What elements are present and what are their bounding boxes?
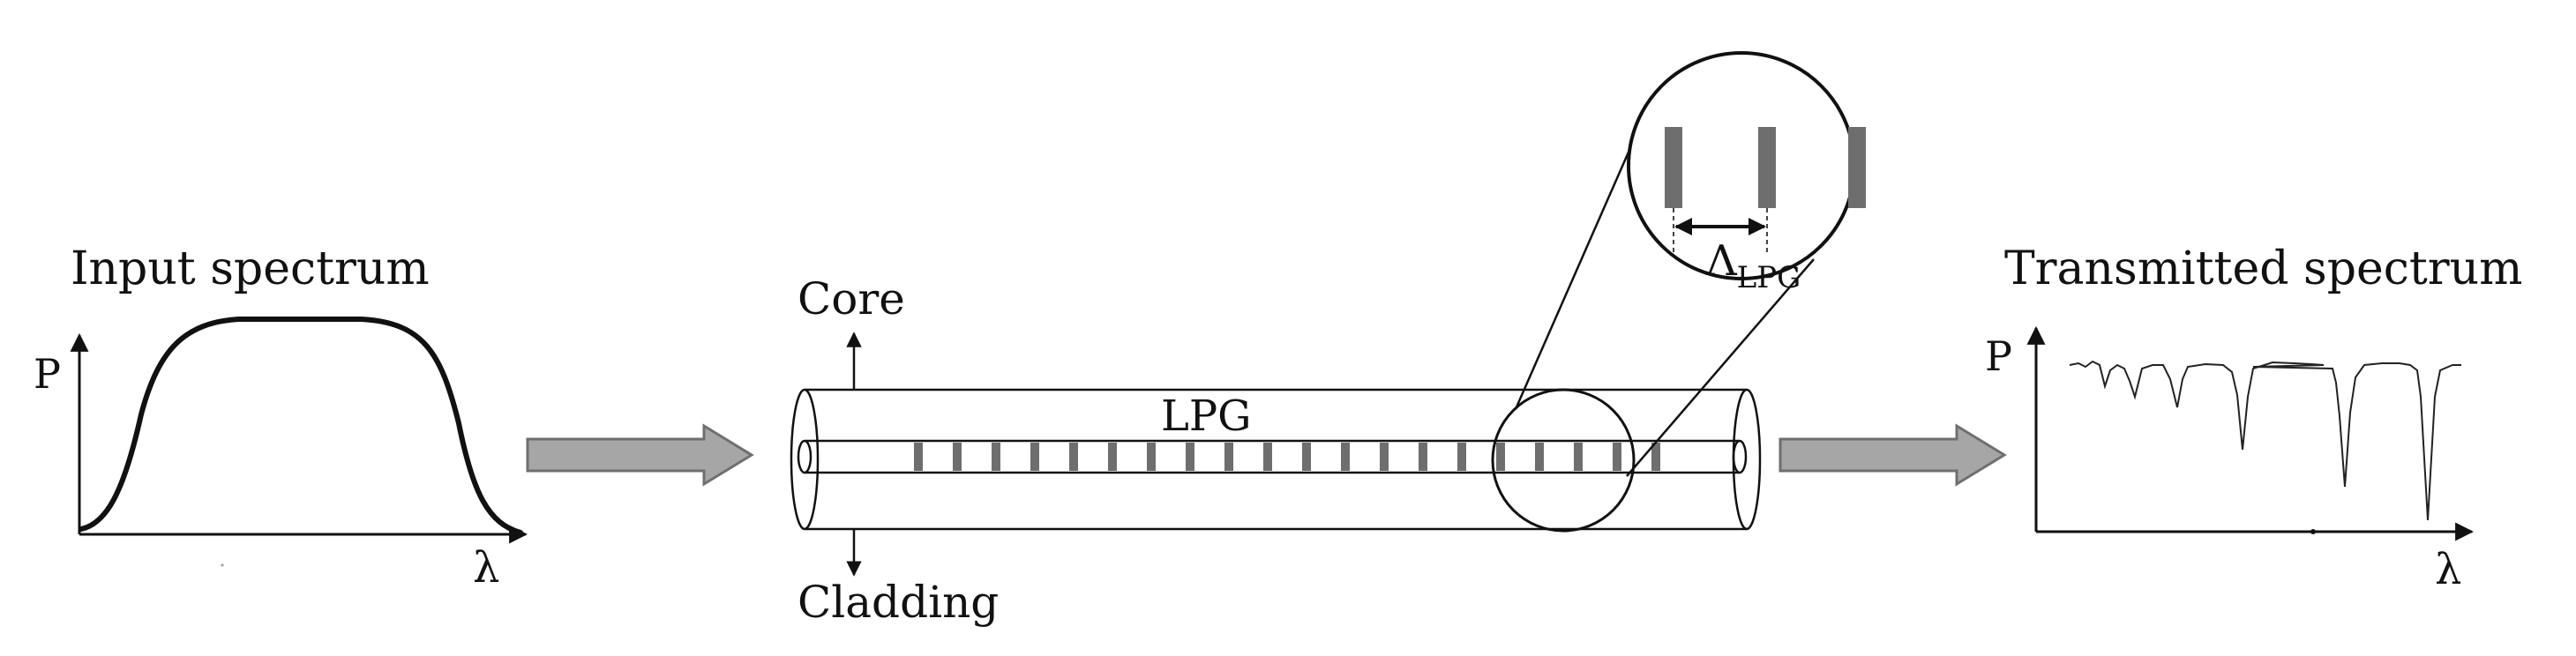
grating-mark xyxy=(1147,443,1156,471)
magnifier-small-circle xyxy=(1491,388,1636,533)
grating-mark xyxy=(1341,443,1350,471)
grating-mark xyxy=(1030,443,1039,471)
magnifier-large-circle xyxy=(1627,51,1856,280)
grating-mark xyxy=(1574,443,1583,471)
core-left-end xyxy=(797,439,812,474)
magnifier: ΛLPG xyxy=(1491,51,1866,533)
magnifier-left-connector xyxy=(1514,133,1638,410)
output-y-axis-label: P xyxy=(1985,332,2012,380)
grating-mark xyxy=(1302,443,1311,471)
input-spectrum-title: Input spectrum xyxy=(71,242,430,295)
zoom-grating-mark-3 xyxy=(1848,127,1866,208)
cladding-left-end xyxy=(790,388,820,531)
grating-mark xyxy=(1457,443,1466,471)
core-label: Core xyxy=(798,273,905,324)
period-subscript: LPG xyxy=(1737,260,1801,295)
input-y-axis-label: P xyxy=(34,350,61,398)
transmitted-spectrum-panel: Transmitted spectrum P λ xyxy=(1985,242,2522,594)
transmitted-spectrum-title: Transmitted spectrum xyxy=(2004,242,2522,295)
core-right-end xyxy=(1732,439,1748,474)
grating-mark xyxy=(1263,443,1272,471)
grating-mark xyxy=(1108,443,1117,471)
grating-marks xyxy=(914,443,1660,471)
input-to-fiber-arrow xyxy=(526,423,754,487)
zoom-grating-mark-1 xyxy=(1665,127,1682,208)
axis-tick-dot xyxy=(2310,529,2316,534)
input-spectrum-panel: Input spectrum P λ xyxy=(34,242,528,593)
fiber-to-output-arrow xyxy=(1778,423,2007,487)
optical-fiber: LPG Core Cladding xyxy=(790,273,1762,628)
grating-mark xyxy=(1651,443,1660,471)
input-spectrum-curve xyxy=(79,317,523,535)
transmitted-spectrum-curve xyxy=(2069,360,2461,521)
zoom-grating-mark-2 xyxy=(1758,127,1776,208)
grating-mark xyxy=(1224,443,1233,471)
grating-mark xyxy=(1186,443,1194,471)
output-x-axis-label: λ xyxy=(2435,545,2461,594)
grating-mark xyxy=(1069,443,1078,471)
period-symbol: Λ xyxy=(1705,236,1738,286)
grating-mark xyxy=(992,443,1000,471)
period-label: ΛLPG xyxy=(1705,236,1801,295)
grating-mark xyxy=(1535,443,1544,471)
grating-mark xyxy=(914,443,923,471)
grating-mark xyxy=(1496,443,1505,471)
input-x-axis-label: λ xyxy=(473,543,499,593)
grating-mark xyxy=(1380,443,1389,471)
grating-mark xyxy=(1419,443,1427,471)
dot-mark xyxy=(221,563,224,567)
grating-mark xyxy=(1613,443,1621,471)
grating-mark xyxy=(953,443,962,471)
magnifier-right-connector xyxy=(1626,258,1815,477)
lpg-label: LPG xyxy=(1161,391,1252,441)
cladding-label: Cladding xyxy=(798,577,999,628)
